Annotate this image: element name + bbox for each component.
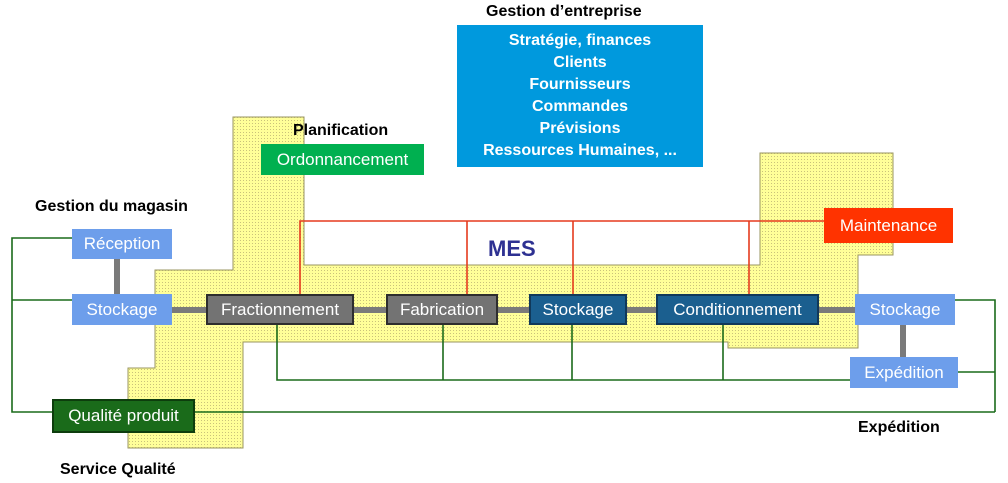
enterprise-line: Commandes bbox=[531, 98, 629, 115]
reception-box: Réception bbox=[72, 229, 172, 259]
shipping-label: Expédition bbox=[858, 419, 940, 436]
ordonnancement-box: Ordonnancement bbox=[261, 144, 424, 175]
stockage-left-box: Stockage bbox=[72, 294, 172, 325]
fractionnement-box: Fractionnement bbox=[206, 294, 354, 325]
enterprise-line: Prévisions bbox=[539, 120, 621, 137]
enterprise-box: Stratégie, finances Clients Fournisseurs… bbox=[457, 25, 703, 167]
expedition-box: Expédition bbox=[850, 357, 958, 388]
enterprise-line: Ressources Humaines, ... bbox=[483, 142, 677, 159]
mes-label: MES bbox=[488, 236, 536, 261]
warehouse-label: Gestion du magasin bbox=[35, 198, 188, 215]
quality-lines bbox=[11, 237, 996, 413]
enterprise-title: Gestion d’entreprise bbox=[486, 3, 642, 20]
fabrication-box: Fabrication bbox=[386, 294, 498, 325]
conditionnement-box: Conditionnement bbox=[656, 294, 819, 325]
stockage-right-box: Stockage bbox=[855, 294, 955, 325]
stockage-mid-box: Stockage bbox=[529, 294, 627, 325]
enterprise-line: Fournisseurs bbox=[529, 76, 631, 93]
quality-product-box: Qualité produit bbox=[52, 399, 195, 433]
quality-service-label: Service Qualité bbox=[60, 461, 176, 478]
mes-area bbox=[127, 116, 894, 449]
maintenance-lines bbox=[299, 220, 824, 296]
maintenance-box: Maintenance bbox=[824, 208, 953, 243]
enterprise-line: Stratégie, finances bbox=[508, 32, 652, 49]
planning-label: Planification bbox=[293, 122, 389, 139]
enterprise-line: Clients bbox=[553, 54, 607, 71]
